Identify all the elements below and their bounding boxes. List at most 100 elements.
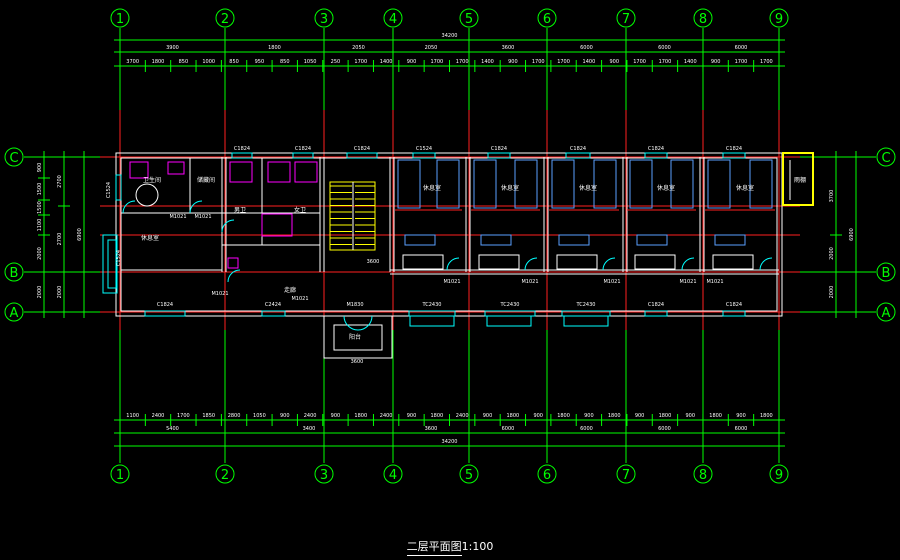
top-dim-row2-label: 850 [229,59,239,65]
axis-label-bottom: 5 [465,468,473,483]
room-canopy-label: 雨棚 [794,176,806,184]
top-dim-row2-label: 3700 [126,59,139,65]
bottom-dim-row1-label: 1700 [177,413,190,419]
bottom-dim-row1-label: 1800 [608,413,621,419]
axis-bubble-top [616,8,636,28]
door-label: M1021 [603,279,620,285]
drawing-title: 二层平面图1:100 [0,538,900,556]
door-swing [602,257,616,271]
window-label-bottom: C1824 [726,302,742,308]
top-dim-row1-label: 2050 [425,45,438,51]
axis-bubble-right [876,302,896,322]
axis-label-right: B [882,266,891,281]
entrance-steps [323,315,393,359]
axis-label-top: 2 [221,12,229,27]
window-label-left: C1524 [106,182,112,198]
bottom-dim-row2-label: 6000 [735,426,748,432]
door-label: M1021 [679,279,696,285]
bottom-dim-row1-label: 900 [280,413,290,419]
door-label: M1021 [169,214,186,220]
door-swing [189,200,203,214]
door-swing [446,257,460,271]
axis-label-top: 7 [622,12,630,27]
walls [102,152,814,359]
desk [558,234,590,246]
urinal [229,161,253,183]
bottom-dim-row1-label: 2800 [228,413,241,419]
door-label: M1021 [443,279,460,285]
left-dim-row1-label: 1100 [37,219,43,232]
room-wc-label: 卫生间 [143,176,161,184]
axis-label-left: B [10,266,19,281]
axis-bubble-bottom [215,464,235,484]
axis-bubble-bottom [110,464,130,484]
window-label-bottom: M1830 [346,302,363,308]
room-womens-label: 女卫 [294,206,306,214]
window-top [722,152,746,159]
axis-bubble-top [110,8,130,28]
room-dorm-3-label: 休息室 [579,184,597,192]
axis-label-top: 8 [699,12,707,27]
top-dim-row2-label: 250 [331,59,341,65]
window-top [565,152,591,159]
left-dim-row1-label: 2000 [37,247,43,260]
window-label-left: C1524 [116,250,122,266]
desk [480,234,512,246]
dimension-lines [38,34,862,452]
top-dim-row2-label: 1700 [735,59,748,65]
entrance-door [357,315,373,331]
axis-bubble-top [215,8,235,28]
window-label-top: C1824 [354,146,370,152]
bottom-dim-row1-label: 1800 [659,413,672,419]
top-dim-row2-label: 900 [407,59,417,65]
left-dim-total-label: 6900 [77,228,83,241]
door-label: M1021 [706,279,723,285]
bed [629,159,653,209]
top-dim-row1-label: 1800 [268,45,281,51]
axis-label-top: 4 [389,12,397,27]
top-dim-row2-label: 1400 [380,59,393,65]
desk [636,234,668,246]
bed [514,159,538,209]
axis-label-top: 3 [320,12,328,27]
left-dim-row1-label: 1500 [37,183,43,196]
top-dim-row2-label: 1800 [152,59,165,65]
top-dim-total-label: 34200 [442,33,458,39]
room-corridor-label: 走廊 [284,286,296,294]
bed [593,159,617,209]
bottom-dim-row1-label: 900 [533,413,543,419]
room-dorm-4-label: 休息室 [657,184,675,192]
bottom-dim-row1-label: 2400 [456,413,469,419]
top-dim-row2-label: 1400 [583,59,596,65]
door-swing [227,269,241,283]
bottom-dim-row1-label: 1800 [430,413,443,419]
axis-label-bottom: 8 [699,468,707,483]
entrance-steps-inner [333,324,383,351]
room-mens-label: 男卫 [234,207,246,214]
bottom-dim-row1-label: 900 [407,413,417,419]
axis-label-bottom: 4 [389,468,397,483]
window-label-bottom: C2424 [265,302,281,308]
desk [714,234,746,246]
top-dim-row2-label: 1700 [760,59,773,65]
window-left [115,174,122,201]
bottom-dim-total-label: 34200 [442,439,458,445]
window-bottom [722,310,746,317]
window-bottom [644,310,668,317]
window-label-top: C1824 [726,146,742,152]
room-storage-label: 储藏间 [197,176,215,184]
left-dim-row2-label: 2700 [57,233,63,246]
bottom-dim-row1-label: 1050 [253,413,266,419]
window-label-top: C1824 [234,146,250,152]
room-dorm-5-label: 休息室 [736,184,754,192]
door-label: M1021 [194,214,211,220]
toilet [129,161,149,179]
axis-label-bottom: 9 [775,468,783,483]
window-label-bottom: C1824 [157,302,173,308]
bottom-dim-row1-label: 900 [331,413,341,419]
top-dim-row2-label: 1700 [659,59,672,65]
bay-window-left-inner [107,239,117,289]
top-dim-row2-label: 1050 [304,59,317,65]
bay-window-left [102,234,118,294]
